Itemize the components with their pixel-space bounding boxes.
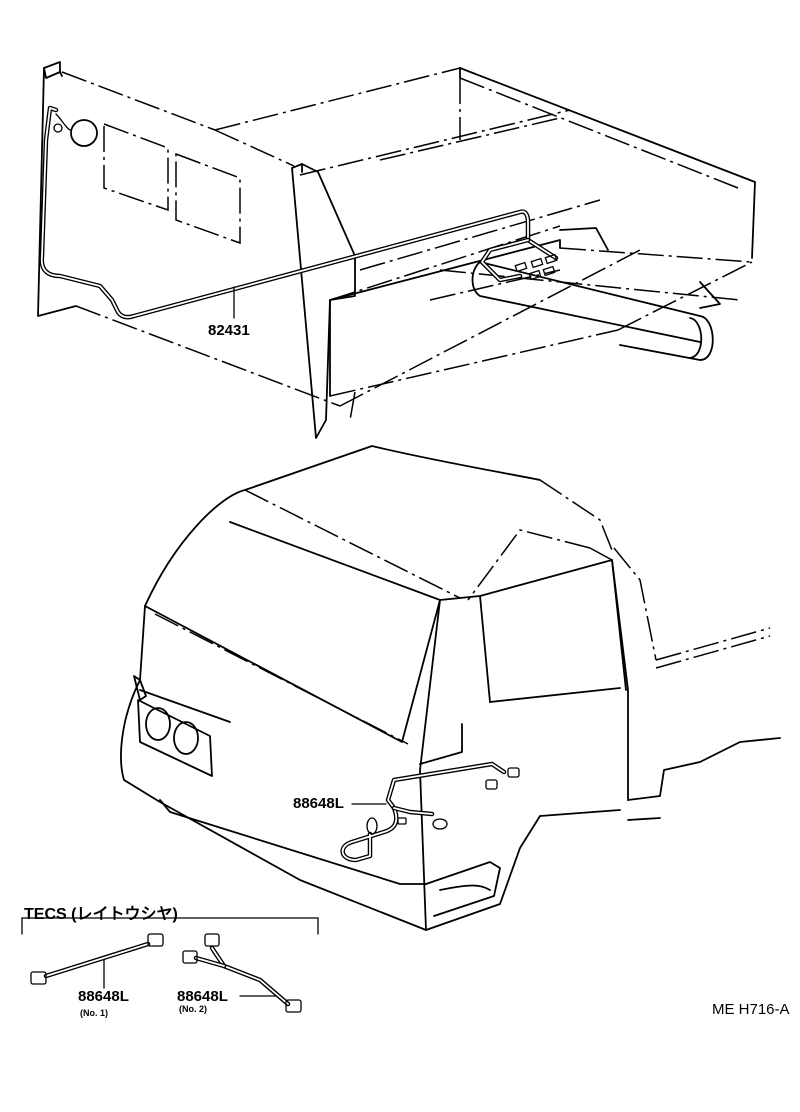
truck-cab [120, 445, 781, 931]
tecs-inset [21, 917, 319, 1013]
truck-bed [37, 61, 756, 439]
part-label-82431: 82431 [208, 322, 250, 339]
part-label-88648l-no2: 88648L [177, 988, 228, 1005]
part-label-88648l-cab: 88648L [293, 795, 344, 812]
part-note-no1: (No. 1) [80, 1008, 108, 1018]
part-label-88648l-no1: 88648L [78, 988, 129, 1005]
diagram-code: ME H716-A [712, 1001, 790, 1018]
part-note-no2: (No. 2) [179, 1004, 207, 1014]
tecs-title: TECS (レイトウシヤ) [24, 906, 178, 923]
